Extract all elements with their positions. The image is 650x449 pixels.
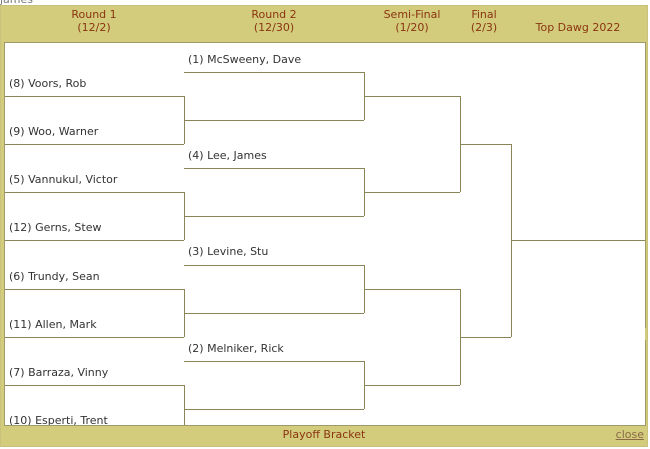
semifinal-line-1: [364, 96, 460, 97]
round1-connector-4: [184, 385, 185, 425]
round2-line-6: [184, 313, 364, 314]
footer-title: Playoff Bracket: [282, 428, 366, 441]
semifinal-line-4: [364, 385, 460, 386]
bracket-canvas: (8) Voors, Rob (9) Woo, Warner (5) Vannu…: [4, 42, 646, 426]
round2-entrant-2: (4) Lee, James: [188, 149, 267, 162]
round1-header: Round 1 (12/2): [49, 8, 139, 34]
round1-line-6: [5, 337, 184, 338]
bracket-header: Round 1 (12/2) Round 2 (12/30) Semi-Fina…: [1, 6, 647, 42]
bracket-footer: Playoff Bracket close: [1, 424, 647, 446]
round1-line-1: [5, 96, 184, 97]
semifinal-line-2: [364, 192, 460, 193]
final-line-2: [460, 337, 511, 338]
final-title: Final: [471, 8, 497, 21]
semifinal-date: (1/20): [395, 21, 429, 34]
semifinal-line-3: [364, 289, 460, 290]
round1-line-2: [5, 144, 184, 145]
round2-line-8: [184, 409, 364, 410]
round1-entrant-8: (10) Esperti, Trent: [9, 414, 108, 426]
round2-line-2: [184, 120, 364, 121]
playoff-bracket-dialog: Round 1 (12/2) Round 2 (12/30) Semi-Fina…: [0, 5, 648, 447]
round1-entrant-2: (9) Woo, Warner: [9, 125, 99, 138]
round2-header: Round 2 (12/30): [229, 8, 319, 34]
background-text-fragment: james: [0, 0, 33, 6]
round1-entrant-4: (12) Gerns, Stew: [9, 221, 102, 234]
round1-line-3: [5, 192, 184, 193]
round1-entrant-3: (5) Vannukul, Victor: [9, 173, 118, 186]
round1-entrant-7: (7) Barraza, Vinny: [9, 366, 109, 379]
round2-line-7: [184, 361, 364, 362]
round1-entrant-1: (8) Voors, Rob: [9, 77, 87, 90]
semifinal-header: Semi-Final (1/20): [372, 8, 452, 34]
round2-line-3: [184, 168, 364, 169]
round2-date: (12/30): [253, 21, 295, 34]
round1-title: Round 1: [71, 8, 117, 21]
right-edge-tab: [645, 328, 647, 340]
round2-title: Round 2: [251, 8, 297, 21]
round2-entrant-4: (2) Melniker, Rick: [188, 342, 284, 355]
final-line-1: [460, 144, 511, 145]
round2-line-4: [184, 216, 364, 217]
final-header: Final (2/3): [454, 8, 514, 34]
close-link[interactable]: close: [615, 428, 644, 441]
round1-line-4: [5, 240, 184, 241]
round1-date: (12/2): [77, 21, 111, 34]
round1-entrant-6: (11) Allen, Mark: [9, 318, 97, 331]
round2-line-1: [184, 72, 364, 73]
round2-line-5: [184, 265, 364, 266]
round1-entrant-5: (6) Trundy, Sean: [9, 270, 100, 283]
champion-line: [511, 240, 645, 241]
final-date: (2/3): [470, 21, 498, 34]
round1-line-5: [5, 289, 184, 290]
champion-header: Top Dawg 2022: [535, 21, 621, 34]
round2-entrant-3: (3) Levine, Stu: [188, 245, 269, 258]
round2-entrant-1: (1) McSweeny, Dave: [188, 53, 302, 66]
round1-line-7: [5, 385, 184, 386]
semifinal-title: Semi-Final: [383, 8, 441, 21]
